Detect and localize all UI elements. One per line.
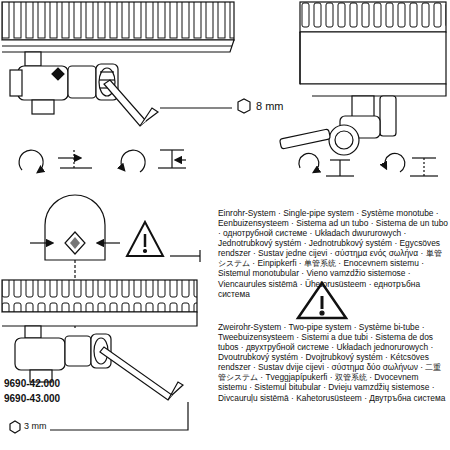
- radiator: [2, 280, 197, 326]
- leader-line: [170, 255, 200, 256]
- valve-body: [10, 52, 118, 114]
- dimension-label: 3 mm: [24, 421, 74, 432]
- radiator: [300, 2, 446, 96]
- thermostatic-valve: [280, 96, 396, 155]
- rotation-symbols: [19, 150, 186, 172]
- warning-triangle: [127, 222, 163, 256]
- radiator: [2, 2, 234, 52]
- rotation-symbols: [299, 153, 438, 176]
- note-text: Zweirohr-System · Two-pipe system · Syst…: [218, 322, 448, 403]
- part-number: 9690-43.000: [4, 393, 94, 405]
- hex-key: [10, 347, 188, 433]
- hex-key: [104, 80, 250, 126]
- valve-body: [15, 326, 111, 382]
- part-number: 9690-42.000: [4, 378, 94, 390]
- dimension-label: 8 mm: [256, 100, 316, 113]
- note-text: Einrohr-System · Single-pipe system · Sy…: [218, 208, 448, 299]
